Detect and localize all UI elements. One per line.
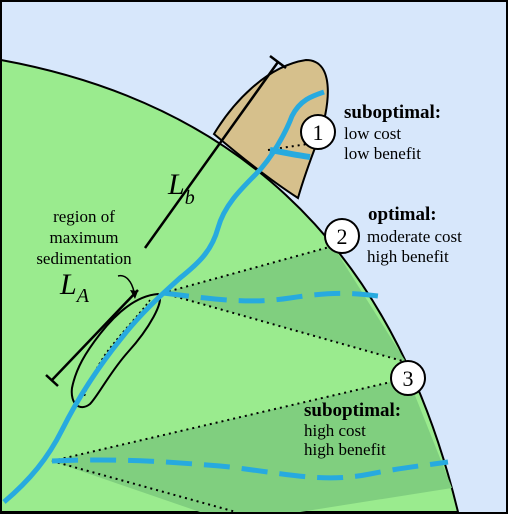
- scenario-1-line2: low benefit: [344, 144, 421, 163]
- sedimentation-region: [70, 292, 161, 409]
- diversion-zone-3: [52, 378, 452, 512]
- scenario-2-title: optimal:: [368, 204, 437, 225]
- svg-text:1: 1: [313, 120, 324, 145]
- length-a-label: LA: [59, 268, 90, 307]
- region-label-line1: region of: [53, 207, 115, 226]
- scenario-marker-1: 1: [300, 114, 336, 150]
- scenario-3-line1: high cost: [304, 421, 366, 440]
- svg-text:2: 2: [337, 224, 348, 249]
- scenario-3-line2: high benefit: [304, 440, 386, 459]
- scenario-1-title: suboptimal:: [344, 102, 441, 123]
- diversion-zone-2: [163, 246, 406, 362]
- scenario-marker-2: 2: [324, 218, 360, 254]
- scenario-2-line1: moderate cost: [367, 227, 462, 246]
- region-pointer-arrowhead: [130, 290, 138, 299]
- svg-text:3: 3: [403, 366, 414, 391]
- region-label-line3: sedimentation: [36, 249, 132, 268]
- region-pointer-arrow: [117, 274, 135, 293]
- scenario-marker-3: 3: [390, 360, 426, 396]
- diversion-channel-3: [51, 457, 449, 481]
- scenario-2-line2: high benefit: [367, 247, 449, 266]
- region-label-line2: maximum: [50, 228, 119, 247]
- scenario-3-title: suboptimal:: [304, 400, 401, 421]
- diversion-channel-2: [162, 290, 386, 304]
- length-a-measure: [45, 289, 139, 387]
- length-b-measure: [143, 55, 287, 249]
- scenario-1-line1: low cost: [344, 124, 401, 143]
- length-b-label: Lb: [167, 168, 195, 209]
- main-river: [2, 89, 325, 504]
